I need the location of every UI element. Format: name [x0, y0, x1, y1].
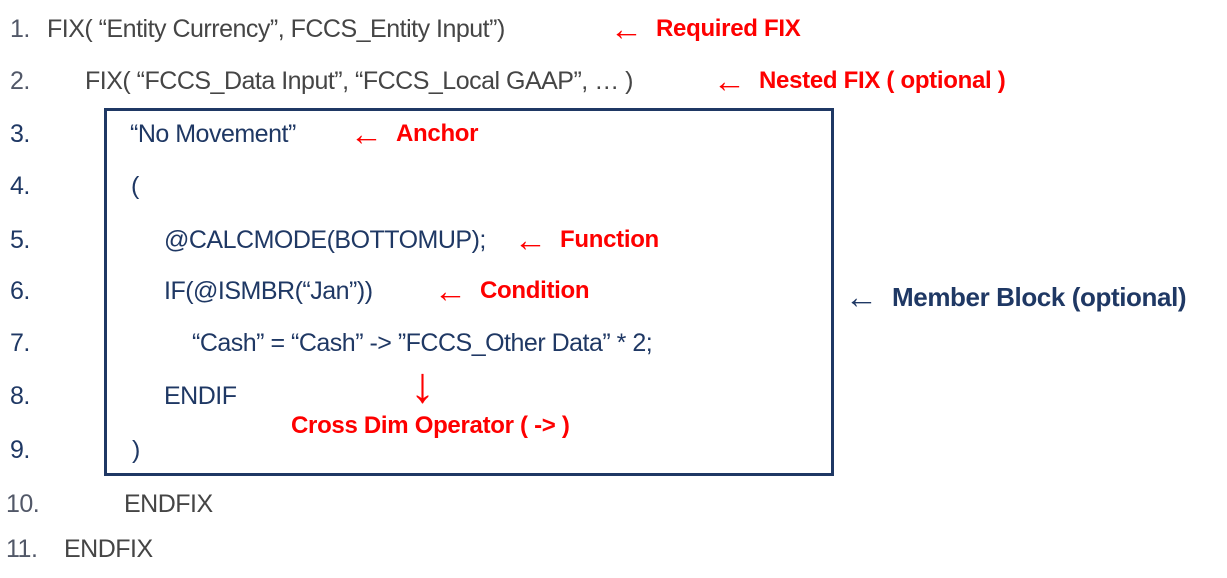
- annotation-nested-fix: ← Nested FIX ( optional ): [713, 62, 1006, 99]
- left-arrow-icon: ←: [350, 115, 383, 152]
- script-line-5: 5. @CALCMODE(BOTTOMUP); ← Function: [0, 223, 1227, 257]
- left-arrow-icon: ←: [845, 278, 878, 315]
- code-text: FIX( “Entity Currency”, FCCS_Entity Inpu…: [47, 15, 505, 43]
- annotation-required-fix: ← Required FIX: [610, 10, 801, 47]
- script-line-7: 7. “Cash” = “Cash” -> ”FCCS_Other Data” …: [0, 326, 1227, 360]
- code-text: “Cash” = “Cash” -> ”FCCS_Other Data” * 2…: [192, 329, 653, 357]
- code-text: ENDFIX: [124, 490, 213, 518]
- left-arrow-icon: ←: [514, 221, 547, 258]
- annotation-label: Condition: [480, 277, 590, 304]
- line-number: 10.: [6, 490, 40, 518]
- code-text: “No Movement”: [130, 120, 296, 148]
- line-number: 6.: [10, 277, 30, 305]
- annotation-label: Member Block (optional): [892, 281, 1187, 312]
- script-line-4: 4. (: [0, 169, 1227, 203]
- script-line-9: 9. ): [0, 433, 1227, 467]
- code-text: IF(@ISMBR(“Jan”)): [164, 277, 373, 305]
- code-text: @CALCMODE(BOTTOMUP);: [164, 226, 486, 254]
- script-line-8: 8. ENDIF: [0, 379, 1227, 413]
- cross-dim-annotation: Cross Dim Operator ( -> ): [291, 412, 570, 439]
- line-number: 7.: [10, 329, 30, 357]
- annotation-label: Required FIX: [656, 15, 801, 42]
- code-text: ENDIF: [164, 382, 237, 410]
- annotation-label: Nested FIX ( optional ): [759, 67, 1006, 94]
- script-line-1: 1. FIX( “Entity Currency”, FCCS_Entity I…: [0, 12, 1227, 46]
- left-arrow-icon: ←: [713, 62, 746, 99]
- script-line-11: 11. ENDFIX: [0, 532, 1227, 566]
- line-number: 4.: [10, 172, 30, 200]
- annotation-label: Anchor: [396, 120, 479, 147]
- left-arrow-icon: ←: [434, 272, 467, 309]
- annotation-label: Function: [560, 226, 659, 253]
- member-block-box: [104, 108, 834, 476]
- script-line-10: 10. ENDFIX: [0, 487, 1227, 521]
- annotation-condition: ← Condition: [434, 272, 590, 309]
- annotation-anchor: ← Anchor: [350, 115, 479, 152]
- line-number: 2.: [10, 67, 30, 95]
- code-text: FIX( “FCCS_Data Input”, “FCCS_Local GAAP…: [85, 67, 633, 95]
- member-block-annotation: ← Member Block (optional): [845, 278, 1187, 315]
- script-line-6: 6. IF(@ISMBR(“Jan”)) ← Condition: [0, 274, 1227, 308]
- annotation-function: ← Function: [514, 223, 659, 257]
- line-number: 8.: [10, 382, 30, 410]
- line-number: 1.: [10, 15, 30, 43]
- down-arrow-icon: ↓: [410, 357, 435, 413]
- left-arrow-icon: ←: [610, 10, 643, 47]
- code-text: ): [132, 436, 140, 464]
- script-line-2: 2. FIX( “FCCS_Data Input”, “FCCS_Local G…: [0, 64, 1227, 98]
- line-number: 11.: [6, 535, 38, 563]
- line-number: 3.: [10, 120, 30, 148]
- line-number: 9.: [10, 436, 30, 464]
- line-number: 5.: [10, 226, 30, 254]
- script-line-3: 3. “No Movement” ← Anchor: [0, 117, 1227, 151]
- code-text: (: [131, 172, 139, 200]
- code-text: ENDFIX: [64, 535, 153, 563]
